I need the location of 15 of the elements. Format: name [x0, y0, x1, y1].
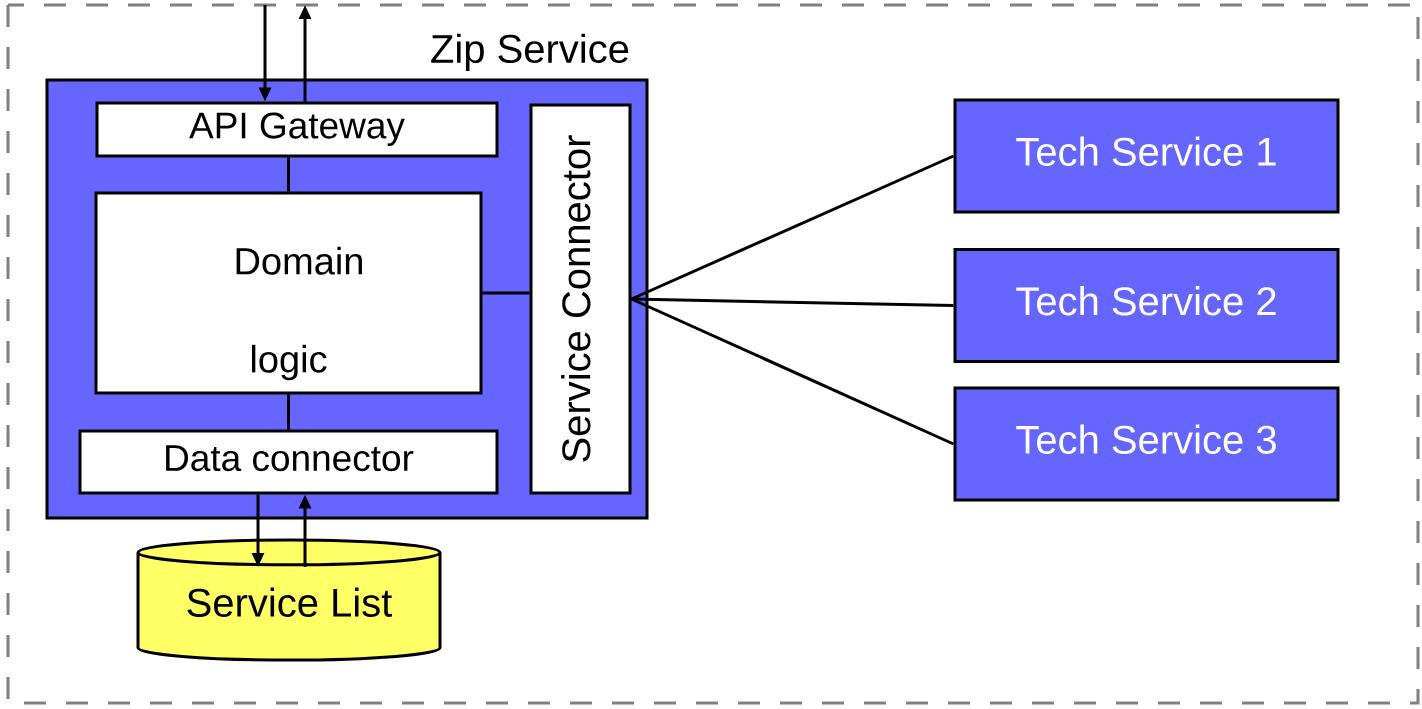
connector-line	[630, 154, 955, 301]
component-box: Domain logic	[94, 191, 483, 395]
component-box: Tech Service 2	[953, 248, 1340, 363]
connector-line	[631, 297, 954, 307]
connector-line	[287, 157, 290, 192]
component-box: Tech Service 3	[953, 386, 1340, 502]
component-box: Tech Service 1	[953, 98, 1340, 214]
connector-line	[287, 394, 290, 430]
database-cylinder: Service List	[136, 538, 442, 662]
component-box: Data connector	[78, 429, 499, 495]
connector-line	[482, 291, 530, 295]
node-label: Zip Service	[431, 33, 629, 71]
connector-line	[630, 297, 955, 446]
component-box: API Gateway	[95, 101, 499, 158]
component-box: Service Connector	[529, 103, 632, 495]
